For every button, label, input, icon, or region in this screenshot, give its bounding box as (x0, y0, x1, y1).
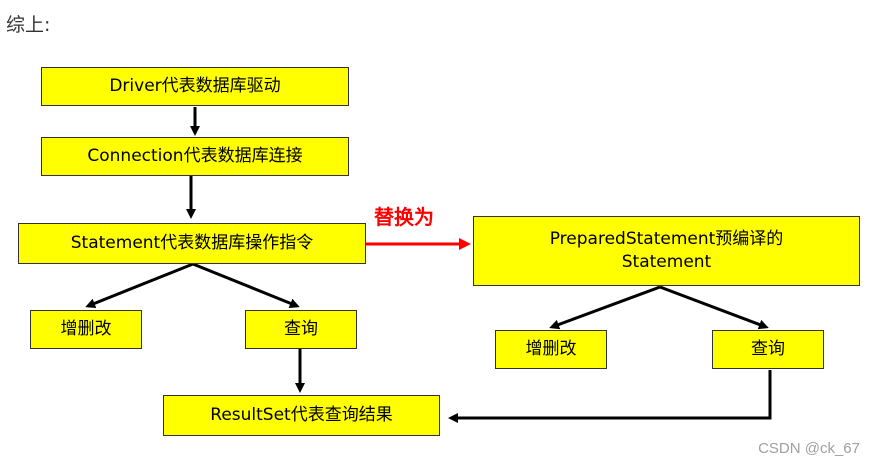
node-query-left: 查询 (245, 310, 357, 349)
node-driver-label: Driver代表数据库驱动 (109, 76, 281, 97)
node-statement: Statement代表数据库操作指令 (18, 223, 366, 264)
watermark: CSDN @ck_67 (758, 440, 860, 457)
node-statement-label: Statement代表数据库操作指令 (70, 233, 314, 254)
node-query-right: 查询 (712, 330, 824, 369)
node-query-right-label: 查询 (751, 339, 785, 360)
summary-heading: 综上: (6, 14, 51, 36)
node-resultset: ResultSet代表查询结果 (163, 395, 440, 436)
node-connection-label: Connection代表数据库连接 (87, 146, 303, 167)
replace-edge-label: 替换为 (374, 205, 434, 229)
arrow-statement-to-crud-left (85, 262, 194, 309)
node-driver: Driver代表数据库驱动 (41, 67, 349, 106)
arrow-statement-to-query-left (192, 262, 300, 309)
node-crud-right-label: 增删改 (525, 339, 577, 360)
node-prepared-line1: PreparedStatement预编译的 (549, 229, 784, 250)
node-crud-left-label: 增删改 (60, 319, 112, 340)
node-query-left-label: 查询 (284, 319, 318, 340)
node-connection: Connection代表数据库连接 (41, 137, 349, 176)
node-prepared-line2: Statement (621, 252, 712, 272)
arrow-prepared-to-crud-right (549, 285, 661, 330)
arrow-query-right-to-resultset (448, 370, 772, 423)
node-resultset-label: ResultSet代表查询结果 (210, 405, 393, 426)
node-prepared-statement: PreparedStatement预编译的 Statement (473, 216, 860, 286)
node-crud-left: 增删改 (30, 310, 142, 349)
node-crud-right: 增删改 (495, 330, 607, 369)
arrow-prepared-to-query-right (659, 285, 769, 330)
